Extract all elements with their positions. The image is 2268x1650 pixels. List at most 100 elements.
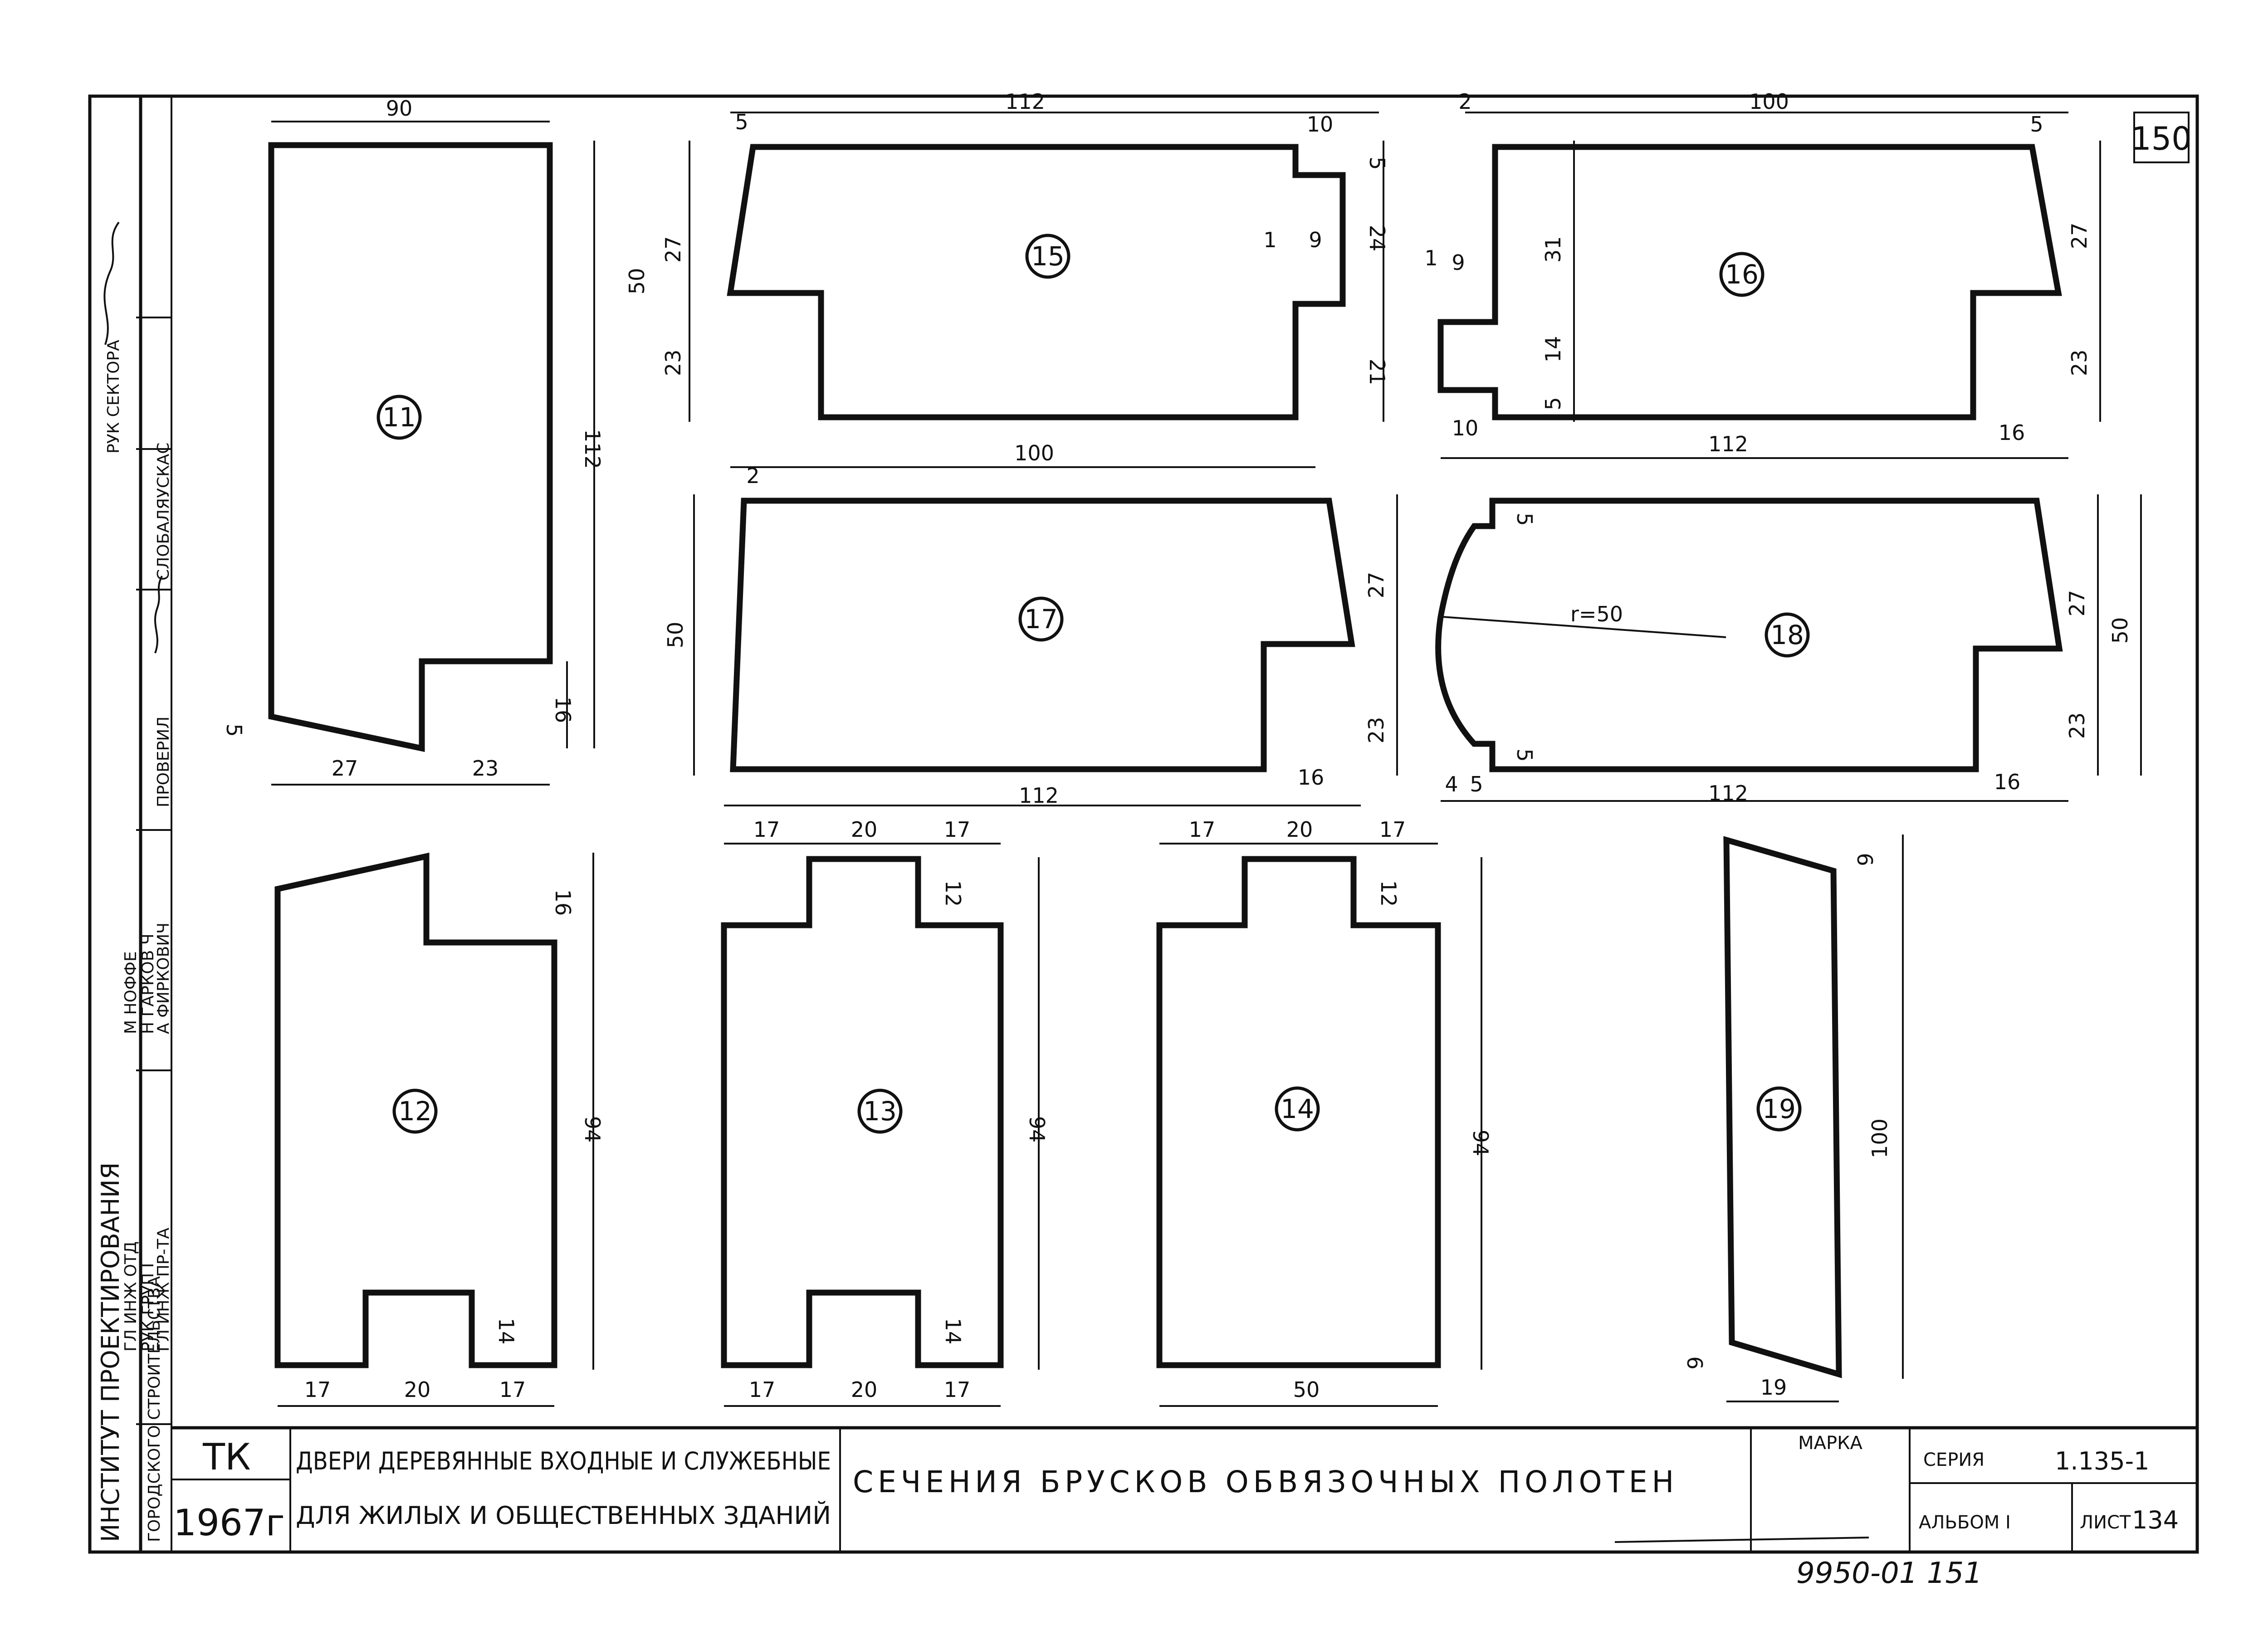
s14-dim-t2: 20 (1286, 817, 1313, 842)
s15-dim-left-h: 50 (625, 268, 649, 295)
s13-dim-b2: 20 (851, 1377, 878, 1402)
section-13: 13 17 20 17 12 94 14 17 20 17 (721, 817, 1049, 1407)
s18-dim-radius: r=50 (1570, 602, 1623, 626)
section-18-callout (1765, 612, 1810, 658)
s13-dim-height: 94 (1025, 1116, 1049, 1143)
title-org: ТК (202, 1436, 251, 1478)
s18-dim-step-top: 5 (1512, 513, 1537, 526)
s18-dim-r-total: 50 (2108, 617, 2132, 644)
s16-dim-t-w: 9 (1452, 250, 1465, 275)
title-sheet-label: ЛИСТ (2080, 1512, 2131, 1533)
section-19-outline (1723, 836, 1842, 1378)
section-18-label: 18 (1770, 620, 1804, 650)
s18-dim-bottom: 112 (1708, 781, 1748, 805)
s16-dim-r-upper: 27 (2067, 223, 2092, 249)
s16-dim-chamfer: 5 (2030, 112, 2043, 137)
s16-dim-a: 2 (1458, 89, 1471, 114)
s19-dim-bottom: 19 (1760, 1375, 1787, 1400)
section-19-label: 19 (1762, 1093, 1796, 1124)
s16-dim-l-low: 5 (1541, 397, 1565, 410)
s13-dim-t2: 20 (851, 817, 878, 842)
s15-dim-right-top: 10 (1307, 112, 1334, 137)
stamp-name-2: Н ГАРКОВ Ч (139, 933, 157, 1034)
s18-dim-b-b: 5 (1470, 772, 1483, 796)
section-16-callout (1719, 252, 1765, 297)
s11-dim-chamfer: 5 (222, 723, 246, 737)
s13-dim-t1: 17 (753, 817, 780, 842)
s17-dim-a: 2 (746, 464, 759, 488)
section-19-callout (1756, 1086, 1802, 1132)
s15-dim-chamfer: 5 (735, 110, 748, 134)
s16-dim-r-lower: 23 (2067, 350, 2092, 376)
archive-number: 9950-01 151 (1796, 1557, 1982, 1590)
s19-dim-height: 100 (1867, 1118, 1892, 1158)
s17-dim-left-h: 50 (663, 622, 688, 649)
section-11-callout (376, 395, 422, 440)
s17-dim-r-lower: 23 (1364, 717, 1388, 744)
title-series-label: СЕРИЯ (1923, 1450, 1984, 1470)
s11-dim-b1: 27 (332, 756, 358, 781)
section-19: 19 6 100 6 19 (1682, 835, 1904, 1402)
section-11: 11 90 112 16 27 23 5 (222, 96, 605, 786)
s11-dim-top: 90 (386, 96, 413, 121)
signature-2 (154, 576, 163, 654)
section-16-outline (1437, 144, 2062, 420)
stamp-name-4: СЛОБАЛЯУСКАС (154, 443, 173, 581)
section-14-callout (1275, 1086, 1320, 1132)
s12-dim-height: 94 (580, 1116, 605, 1143)
s16-dim-l-upper: 31 (1541, 236, 1565, 263)
stamp-name-3: А ФИРКОВИЧ (154, 923, 173, 1034)
section-15: 15 112 5 10 50 27 23 1 9 5 24 21 100 (625, 89, 1389, 468)
s13-dim-t3: 17 (944, 817, 971, 842)
s12-dim-b2: 20 (404, 1377, 431, 1402)
section-12-callout (392, 1089, 438, 1134)
section-15-outline (727, 144, 1346, 420)
section-12-label: 12 (398, 1096, 432, 1127)
section-15-label: 15 (1031, 241, 1065, 272)
section-18-outline (1435, 498, 2063, 772)
stamp-institute-sub: ГОРОДСКОГО СТРОИТЕЛЬСТВА (145, 1276, 164, 1542)
s17-dim-bottom: 112 (1019, 783, 1059, 808)
section-13-callout (857, 1089, 903, 1134)
section-12-outline (274, 852, 557, 1368)
title-subject-line1: ДВЕРИ ДЕРЕВЯННЫЕ ВХОДНЫЕ И СЛУЖЕБНЫЕ (296, 1447, 831, 1475)
s15-dim-r-c: 21 (1365, 359, 1389, 386)
stamp-role-5: РУК СЕКТОРА (104, 340, 123, 454)
s11-dim-b2: 23 (472, 756, 499, 781)
section-14-label: 14 (1281, 1093, 1314, 1124)
s15-dim-l-lower: 23 (661, 350, 685, 376)
stamp-role-1: ГЛ ИНЖ ОТД (122, 1241, 140, 1352)
title-mark-label: МАРКА (1798, 1433, 1862, 1454)
s18-dim-b-a: 4 (1445, 772, 1458, 796)
s16-dim-top: 100 (1749, 89, 1789, 114)
signature-1 (103, 221, 120, 345)
stamp-institute: ИНСТИТУТ ПРОЕКТИРОВАНИЯ (96, 1162, 125, 1542)
s15-dim-bottom: 100 (1014, 441, 1054, 465)
s18-dim-r-upper: 27 (2065, 590, 2089, 617)
s13-dim-notch: 14 (941, 1318, 965, 1345)
s18-dim-b-right: 16 (1994, 770, 2021, 794)
s19-dim-bot-l: 6 (1682, 1356, 1707, 1369)
sheet-number-box (2133, 112, 2190, 163)
s16-dim-b-left: 10 (1452, 416, 1479, 440)
stamp-role-3: ГЛ ИНЖ ПР-ТА (154, 1228, 173, 1352)
s13-dim-top-step: 12 (941, 880, 965, 907)
s15-dim-r-b: 24 (1365, 225, 1389, 252)
section-14-outline (1156, 856, 1441, 1368)
section-16-label: 16 (1725, 259, 1759, 290)
s17-dim-b-right: 16 (1298, 765, 1325, 790)
s14-dim-t3: 17 (1379, 817, 1406, 842)
sheet-number: 150 (2131, 120, 2192, 157)
sheet-frame (88, 94, 2199, 1554)
title-album-label: АЛЬБОМ I (1919, 1512, 2011, 1533)
section-12: 12 94 16 14 17 20 17 (274, 852, 605, 1407)
s15-dim-tongue-gap: 1 (1263, 228, 1276, 252)
section-17-label: 17 (1024, 604, 1058, 635)
s19-dim-top-r: 6 (1853, 853, 1877, 866)
title-year: 1967г (173, 1502, 285, 1544)
s16-dim-t-gap: 1 (1424, 246, 1437, 270)
section-16: 16 2 100 5 27 23 1 9 31 14 5 10 112 16 (1424, 89, 2101, 459)
s15-dim-top: 112 (1005, 89, 1045, 114)
s12-dim-b1: 17 (304, 1377, 331, 1402)
s14-dim-t1: 17 (1189, 817, 1216, 842)
